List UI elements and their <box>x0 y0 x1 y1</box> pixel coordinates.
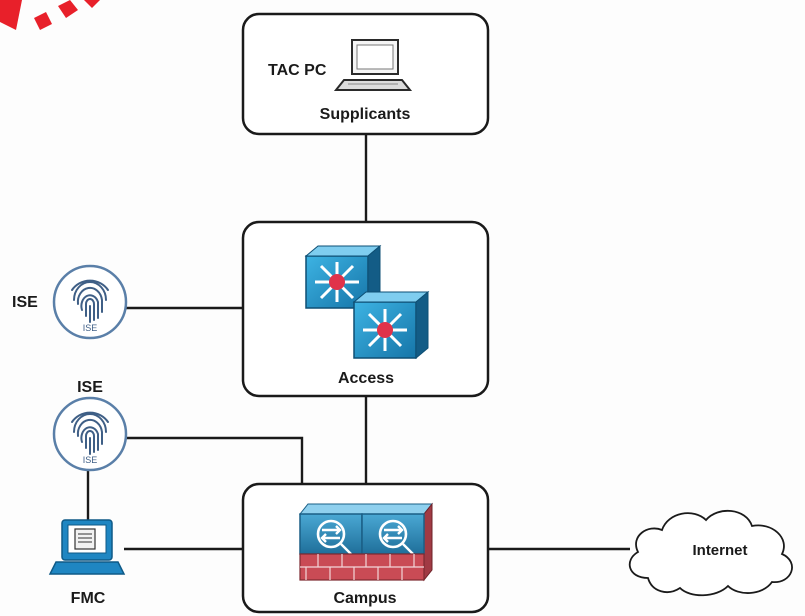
firewall-icon <box>298 502 434 582</box>
fingerprint-icon: ISE <box>52 264 128 340</box>
layer3-switch-icon <box>304 244 430 360</box>
internet-label: Internet <box>692 542 747 559</box>
ise-bottom-label: ISE <box>77 379 103 396</box>
access-node: Access <box>241 220 490 398</box>
ise-bottom-node: ISE ISE <box>52 379 128 472</box>
fingerprint-icon: ISE <box>52 396 128 472</box>
watermark-mark <box>0 0 100 30</box>
connections <box>86 134 630 551</box>
ise-top-label: ISE <box>12 294 38 311</box>
fmc-node: FMC <box>48 519 126 607</box>
campus-label: Campus <box>333 590 396 607</box>
cloud-icon <box>628 509 793 597</box>
supplicants-node: TAC PC Supplicants <box>241 12 490 136</box>
ise-top-badge: ISE <box>83 323 98 333</box>
tac-pc-label: TAC PC <box>268 62 327 79</box>
laptop-icon <box>333 39 413 91</box>
link-ise-bottom-campus <box>126 436 304 484</box>
ise-top-node: ISE ISE <box>12 264 128 340</box>
supplicants-label: Supplicants <box>320 106 411 123</box>
fmc-label: FMC <box>71 590 106 607</box>
campus-node: Campus <box>241 482 490 614</box>
internet-node: Internet <box>628 509 793 597</box>
ise-bottom-badge: ISE <box>83 455 98 465</box>
workstation-icon <box>48 519 126 575</box>
access-label: Access <box>338 370 394 387</box>
